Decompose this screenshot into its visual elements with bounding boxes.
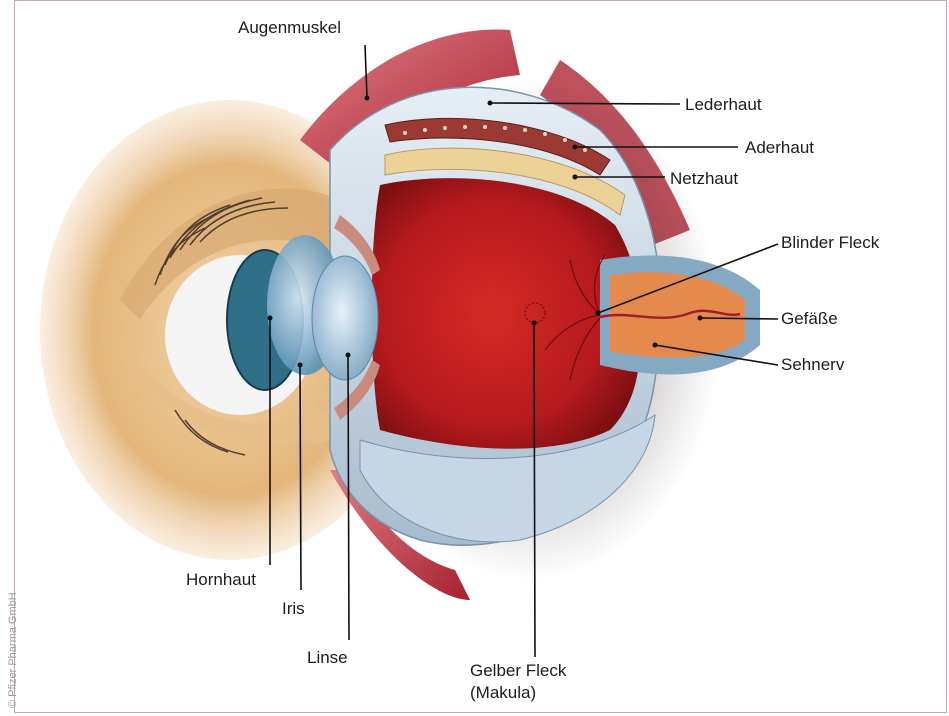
label-netzhaut: Netzhaut xyxy=(670,169,738,188)
label-lederhaut: Lederhaut xyxy=(685,95,762,114)
lens xyxy=(312,256,378,380)
label-sehnerv: Sehnerv xyxy=(781,355,845,374)
label-blinder-fleck: Blinder Fleck xyxy=(781,233,880,252)
label-hornhaut: Hornhaut xyxy=(186,570,256,589)
label-gelber-fleck: Gelber Fleck xyxy=(470,661,567,680)
label-aderhaut: Aderhaut xyxy=(745,138,814,157)
label-augenmuskel: Augenmuskel xyxy=(238,18,341,37)
label-makula: (Makula) xyxy=(470,683,536,702)
label-linse: Linse xyxy=(307,648,348,667)
label-gefaesse: Gefäße xyxy=(781,309,838,328)
label-iris: Iris xyxy=(282,599,305,618)
